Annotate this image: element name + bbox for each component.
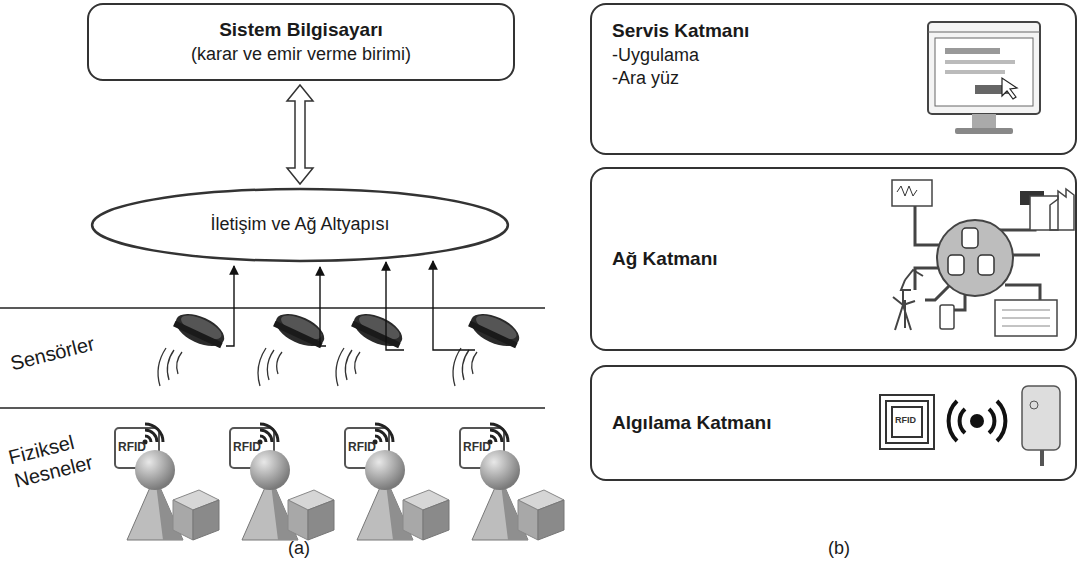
- panel-caption: (b): [828, 538, 850, 560]
- node-text: -Uygulama: [612, 44, 699, 67]
- node-heading: Algılama Katmanı: [612, 411, 771, 436]
- node-text: (karar ve emir verme birimi): [191, 43, 411, 66]
- sensor-row-label: Sensörler: [8, 331, 97, 375]
- node-heading: Sistem Bilgisayarı: [219, 18, 383, 43]
- rfid-tag-text: RFID: [463, 440, 491, 454]
- node-text: -Ara yüz: [612, 67, 679, 90]
- rfid-tag-text: RFID: [348, 440, 376, 454]
- service-layer-box: Servis Katmanı-Uygulama-Ara yüz: [590, 3, 1077, 155]
- system-computer-box: Sistem Bilgisayarı(karar ve emir verme b…: [87, 3, 515, 81]
- panel-caption: (a): [288, 538, 310, 560]
- network-ellipse: İletişim ve Ağ Altyapısı: [90, 188, 510, 262]
- node-heading: İletişim ve Ağ Altyapısı: [210, 213, 389, 236]
- rfid-tag-text: RFID: [895, 415, 916, 426]
- network-layer-box: Ağ Katmanı: [590, 167, 1077, 351]
- node-heading: Servis Katmanı: [612, 19, 749, 44]
- sensing-layer-box: Algılama Katmanı: [590, 365, 1077, 481]
- double-arrow: [287, 85, 313, 184]
- node-heading: Ağ Katmanı: [612, 247, 718, 272]
- rfid-tag-text: RFID: [118, 440, 146, 454]
- objects-row-label: Fiziksel Nesneler: [6, 423, 111, 493]
- rfid-tag-text: RFID: [233, 440, 261, 454]
